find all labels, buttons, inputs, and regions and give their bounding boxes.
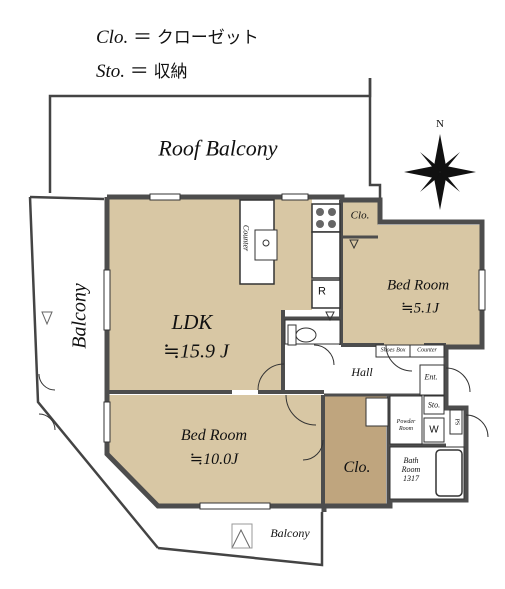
door-toilet xyxy=(313,344,335,366)
clo-main-label: Clo. xyxy=(343,458,371,476)
legend-storage-abbr: Sto. xyxy=(96,61,126,82)
entrance-label: Ent. xyxy=(424,372,438,382)
clo-top-label: Clo. xyxy=(350,209,370,222)
left-balcony-area xyxy=(30,198,158,540)
marker-balcony-bottom xyxy=(231,528,251,549)
hall-counter-label: Counter xyxy=(417,347,437,354)
ldk-name: LDK xyxy=(171,309,213,334)
compass-north-label: N xyxy=(436,118,444,130)
legend-storage-meaning: 収納 xyxy=(153,62,188,82)
door-ldk xyxy=(257,363,285,391)
bottom-balcony-label: Balcony xyxy=(270,526,310,541)
shoes-box-label: Shoes Box xyxy=(380,347,406,354)
pipe-space-label: PS xyxy=(453,418,460,426)
powder-room-label: Powder Room xyxy=(397,419,416,433)
sink-drain xyxy=(262,239,270,247)
washbasin xyxy=(365,397,389,427)
window-ldk-top-2 xyxy=(281,193,309,201)
entrance-area xyxy=(419,364,445,396)
door-entrance xyxy=(445,367,471,393)
storage-label: Sto. xyxy=(427,400,441,410)
left-balcony-rail xyxy=(29,195,105,201)
bath-line3: 1317 xyxy=(402,474,419,484)
stove xyxy=(311,203,341,233)
door-bed-small xyxy=(385,344,413,372)
refrigerator-space xyxy=(311,279,341,309)
kitchen-counter-label: Counter xyxy=(241,224,251,252)
ldk-size: ≒15.9 J xyxy=(163,340,229,363)
washer-space xyxy=(423,417,445,443)
legend-closet-abbr: Clo. xyxy=(96,27,129,48)
window-ldk-top xyxy=(149,193,181,201)
roof-balcony-area xyxy=(50,0,380,200)
marker-balcony-bottom-box xyxy=(231,523,253,549)
bed-main-floor xyxy=(108,395,322,505)
bed-main-name: Bed Room xyxy=(180,426,248,444)
legend-storage: Sto. ＝ 収納 xyxy=(96,56,188,83)
hall-counter xyxy=(409,344,445,358)
window-bed-left xyxy=(103,401,111,443)
kitchen-side-counter xyxy=(311,231,341,279)
roof-balcony-rail-right xyxy=(368,78,382,205)
window-ldk-left xyxy=(103,269,111,331)
legend-storage-eq: ＝ xyxy=(129,61,149,82)
bed-small-size: ≒5.1J xyxy=(401,300,439,317)
toilet-bowl xyxy=(295,327,317,343)
bath-line1: Bath xyxy=(403,456,419,466)
legend-closet-meaning: クローゼット xyxy=(156,28,259,48)
washer-label: W xyxy=(429,424,439,436)
window-bed-bottom xyxy=(199,502,271,510)
door-bed-main xyxy=(285,394,317,426)
door-clo-main xyxy=(302,439,324,461)
marker-ldk-right xyxy=(325,311,335,322)
clo-top-floor xyxy=(342,200,378,236)
marker-balcony-left xyxy=(41,311,53,326)
toilet-tank xyxy=(287,324,297,346)
door-balcony-left-2 xyxy=(38,413,56,431)
bed-main-size: ≒10.0J xyxy=(189,450,239,468)
legend-closet: Clo. ＝ クローゼット xyxy=(96,22,259,49)
roof-balcony-label: Roof Balcony xyxy=(158,135,278,161)
left-balcony-rail-outer xyxy=(28,196,159,549)
bath-room-label: Bath Room 1317 xyxy=(402,456,421,484)
legend-closet-eq: ＝ xyxy=(132,27,152,48)
bathtub xyxy=(435,449,463,497)
bath-line2: Room xyxy=(401,465,421,475)
door-balcony-left xyxy=(38,373,56,391)
compass-rose xyxy=(404,134,476,210)
kitchen-sink xyxy=(254,229,278,261)
storage-box xyxy=(423,395,445,415)
refrigerator-label: R xyxy=(318,285,326,298)
outer-wall-top xyxy=(107,194,485,509)
door-pipe xyxy=(465,414,489,438)
pipe-space xyxy=(449,409,463,435)
left-balcony-label: Balcony xyxy=(68,283,91,349)
powder-line2: Room xyxy=(398,426,413,432)
marker-clo-top xyxy=(349,239,359,250)
powder-line1: Powder xyxy=(396,419,416,426)
window-bed-small-right xyxy=(478,269,486,311)
bed-small-name: Bed Room xyxy=(386,277,450,294)
powder-room xyxy=(389,395,423,445)
hall-label: Hall xyxy=(351,365,373,380)
bottom-balcony-rail xyxy=(157,512,324,567)
bed-small-floor xyxy=(342,225,480,345)
